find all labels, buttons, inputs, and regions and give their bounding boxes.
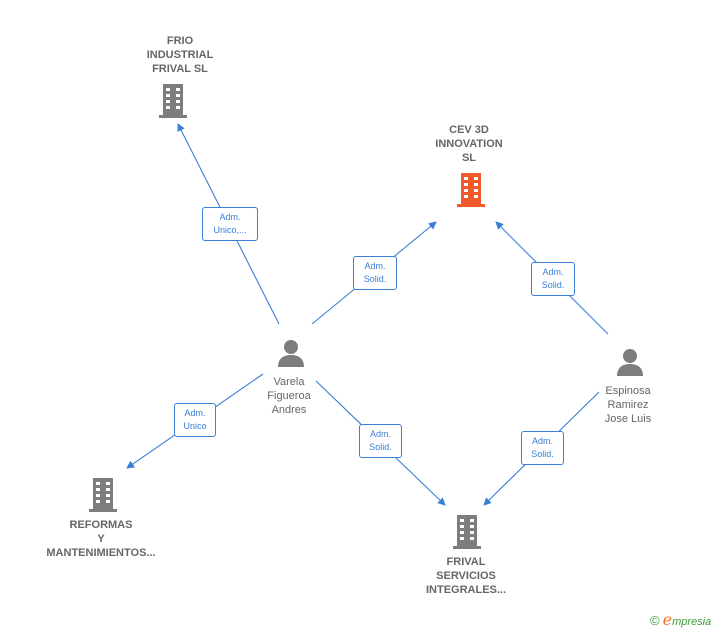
edge-label-line: Adm. (219, 212, 241, 222)
node-label-line: INDUSTRIAL (146, 49, 214, 61)
edge-label-line: Adm. (531, 436, 553, 446)
node-label-cev-3d-innovation[interactable]: CEV 3D INNOVATION SL (404, 123, 534, 165)
edge-label-line: Adm. (542, 267, 564, 277)
node-label-line: FRIVAL SL (152, 63, 208, 75)
node-label-line: FRIVAL (446, 556, 486, 568)
person-icon[interactable] (276, 338, 306, 368)
building-icon[interactable] (451, 515, 483, 549)
edge-label-line: Solid. (531, 449, 554, 459)
edge-label-varela-frival[interactable]: Adm. Solid. (359, 424, 402, 458)
edge-label-varela-frio[interactable]: Adm. Unico,... (202, 207, 258, 241)
building-icon[interactable] (87, 478, 119, 512)
node-label-line: Y (97, 533, 105, 545)
edge-label-espinosa-cev[interactable]: Adm. Solid. (531, 262, 575, 296)
building-icon[interactable] (157, 84, 189, 118)
edge-label-line: Unico (183, 421, 207, 431)
node-label-line: MANTENIMIENTOS... (46, 547, 156, 559)
edge-label-line: Solid. (541, 280, 565, 290)
edge-label-varela-reformas[interactable]: Adm. Unico (174, 403, 216, 437)
node-label-line: FRIO (166, 35, 194, 47)
node-label-line: Andres (271, 404, 307, 416)
node-label-frio-industrial[interactable]: FRIO INDUSTRIAL FRIVAL SL (115, 34, 245, 76)
edge-label-varela-cev[interactable]: Adm. Solid. (353, 256, 397, 290)
node-label-line: Figueroa (267, 390, 311, 402)
node-label-espinosa-ramirez[interactable]: Espinosa Ramirez Jose Luis (578, 384, 678, 426)
node-label-line: Ramirez (607, 399, 649, 411)
edge-label-line: Unico,... (213, 225, 247, 235)
node-label-varela-figueroa[interactable]: Varela Figueroa Andres (239, 375, 339, 417)
node-label-line: SERVICIOS (436, 570, 496, 582)
brand-initial: e (662, 610, 673, 629)
edge-label-line: Solid. (363, 274, 387, 284)
node-label-line: INTEGRALES... (425, 584, 507, 596)
copyright-symbol: © (650, 613, 660, 628)
node-label-line: Varela (273, 376, 305, 388)
edge-label-line: Adm. (364, 261, 386, 271)
edge-label-line: Solid. (369, 442, 392, 452)
node-label-line: Jose Luis (604, 413, 652, 425)
node-label-line: SL (461, 152, 477, 164)
node-label-line: Espinosa (605, 385, 651, 397)
node-label-frival-servicios[interactable]: FRIVAL SERVICIOS INTEGRALES... (396, 555, 536, 597)
node-label-reformas[interactable]: REFORMAS Y MANTENIMIENTOS... (31, 518, 171, 560)
node-label-line: REFORMAS (69, 519, 133, 531)
brand-name: mpresia (672, 616, 712, 628)
node-label-line: INNOVATION (435, 138, 503, 150)
edge-label-line: Adm. (369, 429, 391, 439)
edge-label-line: Adm. (184, 408, 206, 418)
building-icon[interactable] (455, 173, 487, 207)
node-label-line: CEV 3D (449, 124, 489, 136)
empresia-watermark: © empresia (650, 610, 711, 629)
edge-label-espinosa-frival[interactable]: Adm. Solid. (521, 431, 564, 465)
person-icon[interactable] (615, 347, 645, 377)
